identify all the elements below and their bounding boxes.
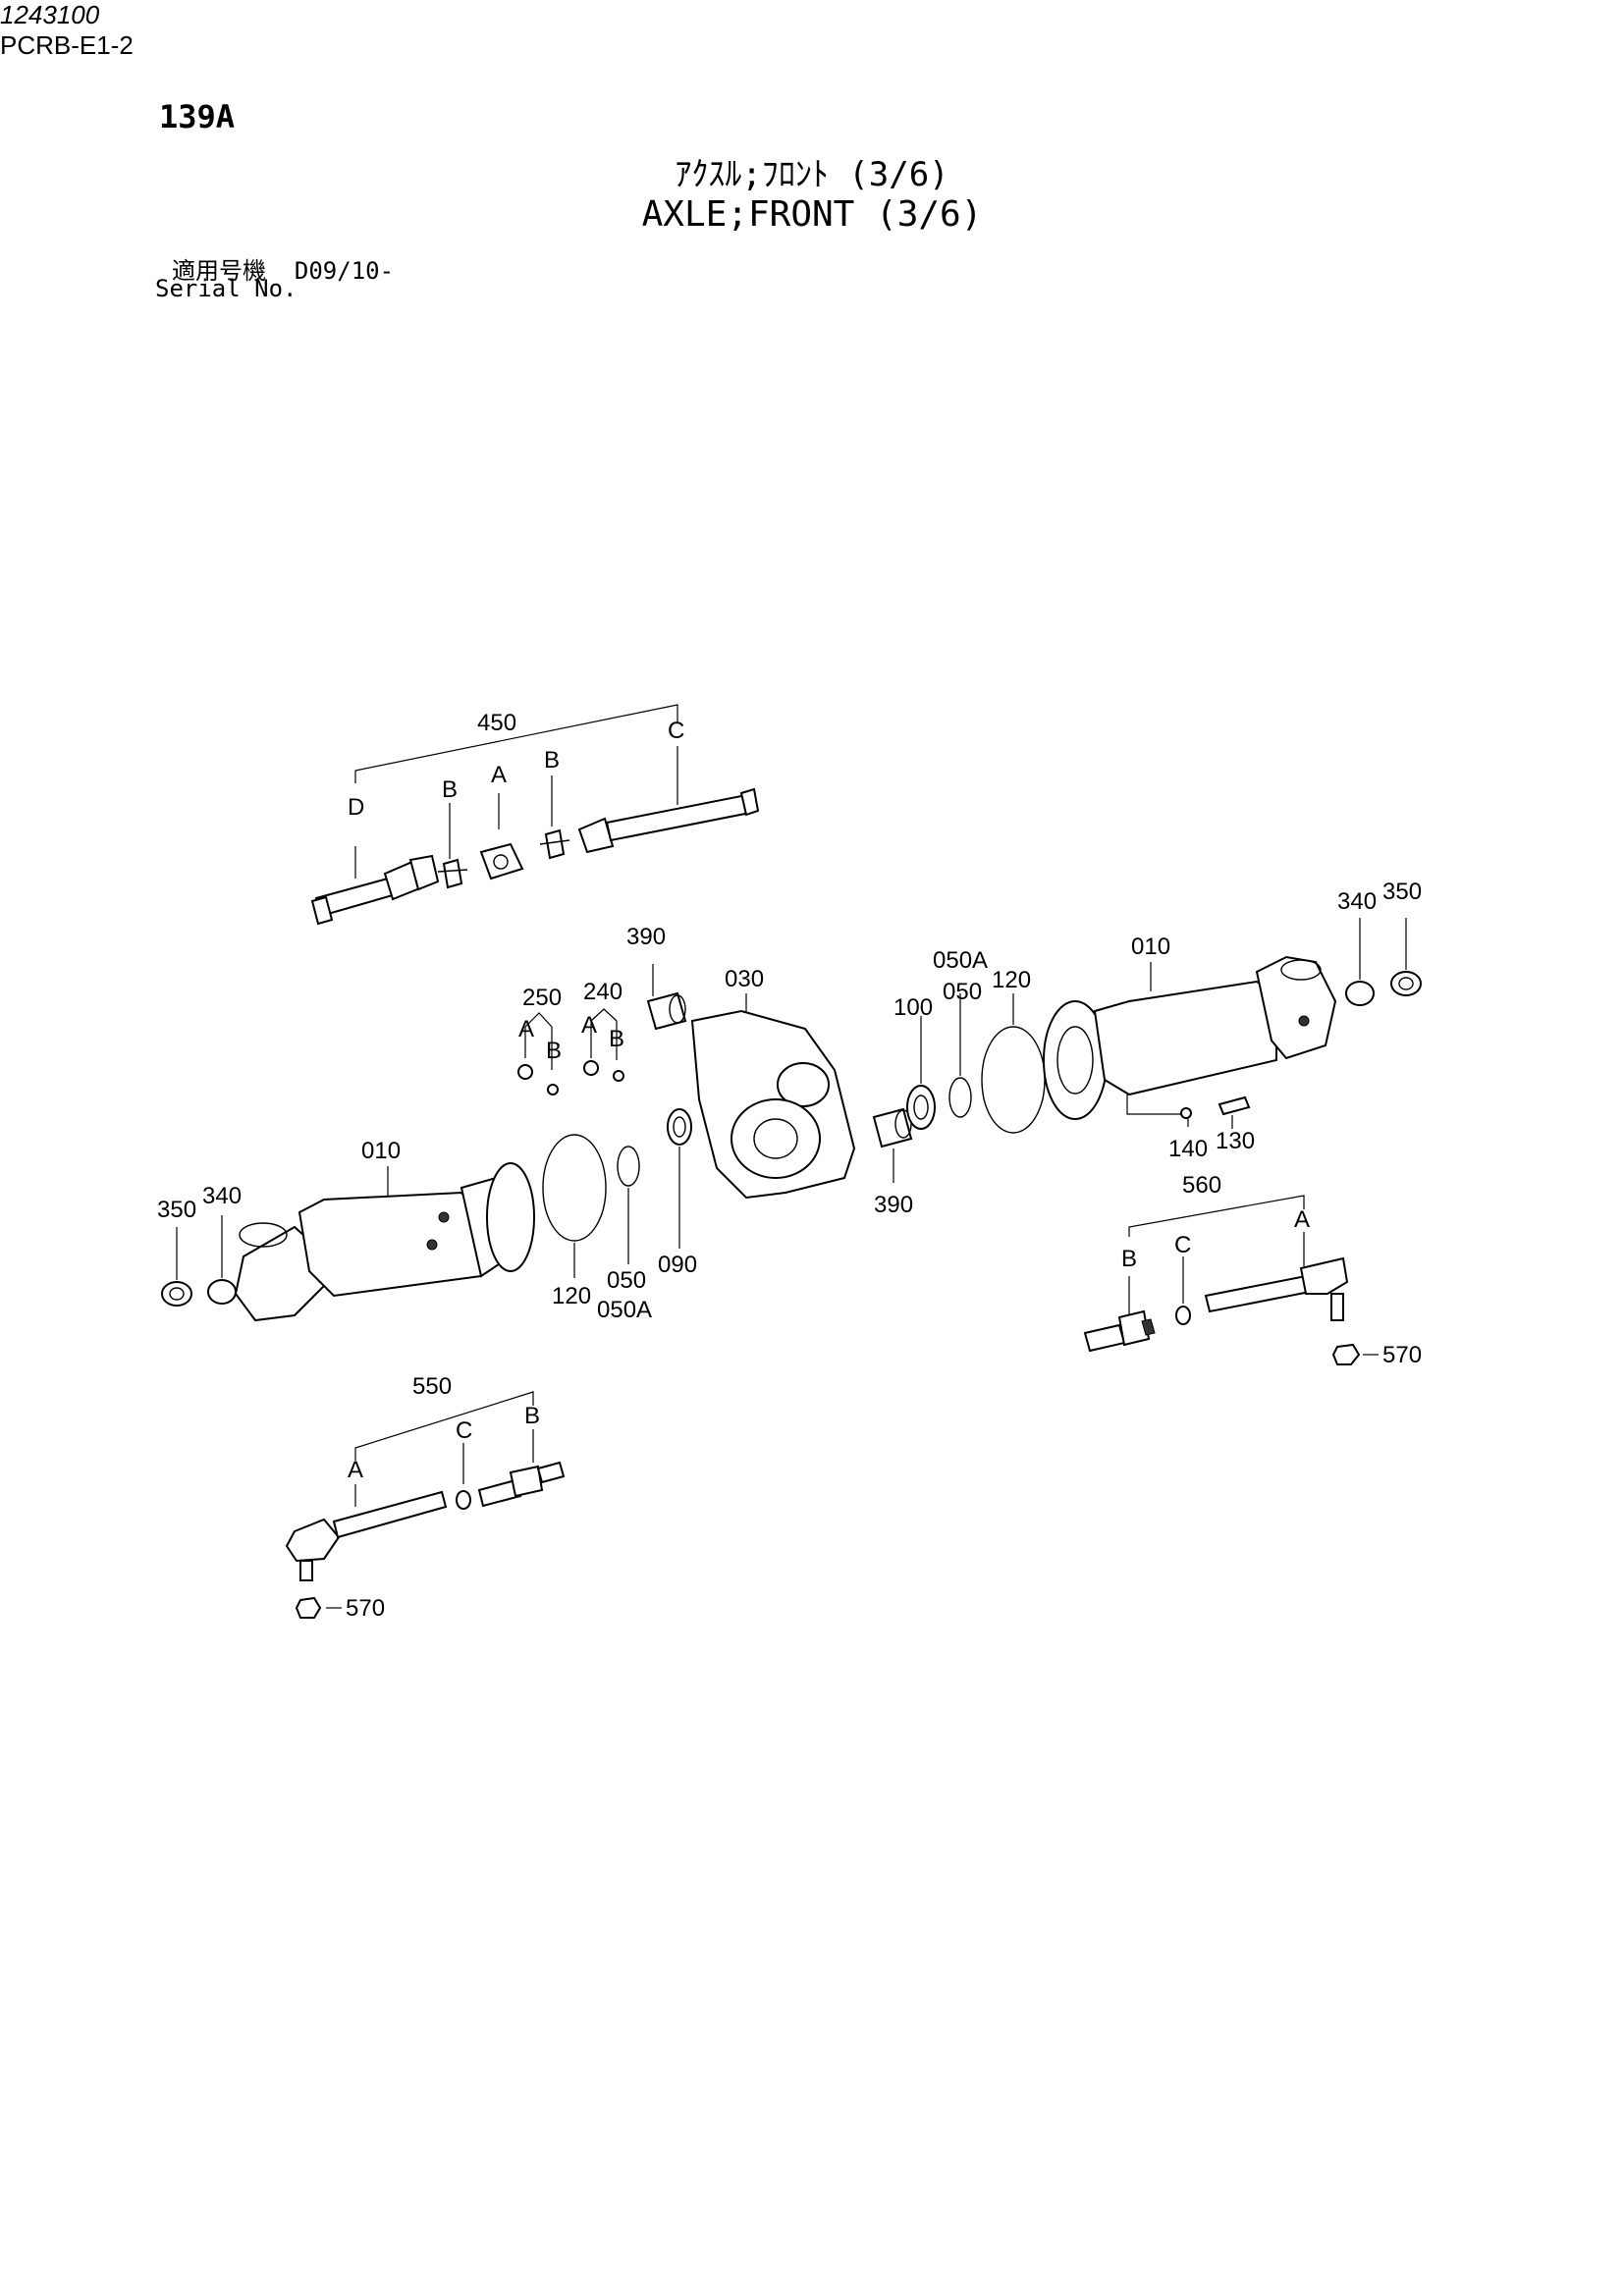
callout-560-c[interactable]: C	[1174, 1232, 1191, 1258]
part-350-left-seal[interactable]	[161, 1227, 192, 1307]
callout-050a-bottom[interactable]: 050A	[597, 1297, 652, 1323]
part-390-upper-bushing[interactable]	[646, 964, 687, 1031]
serial-applicability: 適用号機 D09/10-	[172, 251, 394, 286]
callout-240[interactable]: 240	[583, 979, 623, 1005]
part-350-right-seal[interactable]	[1390, 918, 1422, 996]
part-100-bearing[interactable]	[906, 1016, 936, 1130]
part-250-bolt-set[interactable]	[517, 1012, 559, 1095]
page-title: AXLE;FRONT (3/6)	[641, 194, 983, 235]
callout-240-b[interactable]: B	[609, 1026, 624, 1052]
callout-340-right[interactable]: 340	[1337, 888, 1377, 915]
callout-550[interactable]: 550	[412, 1373, 452, 1400]
part-560-tie-rod[interactable]	[1083, 1195, 1349, 1353]
callout-350-right[interactable]: 350	[1382, 879, 1422, 905]
page-number: 139A	[159, 98, 236, 135]
serial-label: Serial No.	[155, 275, 298, 302]
part-090-bearing[interactable]	[667, 1108, 692, 1249]
part-120-upper-o-ring[interactable]	[981, 993, 1046, 1134]
serial-range: D09/10-	[294, 257, 395, 285]
callout-250-b[interactable]: B	[546, 1038, 562, 1064]
callout-120-top[interactable]: 120	[992, 967, 1031, 993]
part-010-left-axle-housing[interactable]	[234, 1162, 535, 1322]
callout-450-d[interactable]: D	[348, 794, 364, 821]
callout-130[interactable]: 130	[1216, 1128, 1255, 1154]
callout-560[interactable]: 560	[1182, 1172, 1221, 1199]
part-130-bolt[interactable]	[1218, 1095, 1251, 1129]
callout-050a-top[interactable]: 050A	[933, 947, 988, 974]
callout-550-b[interactable]: B	[524, 1403, 540, 1429]
part-340-left-bushing[interactable]	[207, 1215, 237, 1305]
part-390-lower-bushing[interactable]	[872, 1107, 913, 1183]
catalog-code: PCRB-E1-2	[0, 30, 134, 60]
callout-450-a[interactable]: A	[491, 762, 507, 788]
page-title-japanese: ｱｸｽﾙ;ﾌﾛﾝﾄ (3/6)	[675, 155, 949, 194]
part-450-drive-shaft[interactable]	[310, 704, 760, 926]
callout-390-bottom[interactable]: 390	[874, 1192, 913, 1218]
callout-340-left[interactable]: 340	[202, 1183, 242, 1209]
callout-560-b[interactable]: B	[1121, 1246, 1137, 1272]
callout-560-a[interactable]: A	[1294, 1206, 1310, 1233]
part-010-right-axle-housing[interactable]	[1043, 955, 1337, 1120]
part-240-bolt-set[interactable]	[583, 1008, 624, 1082]
callout-350-left[interactable]: 350	[157, 1197, 196, 1223]
serial-label-japanese: 適用号機	[172, 257, 266, 285]
callout-050-top[interactable]: 050	[943, 979, 982, 1005]
part-570-right-nut[interactable]	[1331, 1343, 1379, 1365]
callout-570-right[interactable]: 570	[1382, 1342, 1422, 1368]
callout-250-a[interactable]: A	[518, 1016, 534, 1042]
drawing-number: 1243100	[0, 0, 100, 29]
callout-570-left[interactable]: 570	[346, 1595, 385, 1622]
callout-550-a[interactable]: A	[348, 1457, 363, 1483]
callout-390-top[interactable]: 390	[626, 924, 666, 950]
callout-450[interactable]: 450	[477, 710, 516, 736]
callout-250[interactable]: 250	[522, 985, 562, 1011]
part-050-upper-o-ring[interactable]	[948, 993, 972, 1118]
callout-100[interactable]: 100	[893, 994, 933, 1021]
callout-450-b[interactable]: B	[442, 776, 458, 803]
callout-labels: 450 D B A B C 390 030 250 A B 240 A B 05…	[157, 710, 1422, 1622]
callout-140[interactable]: 140	[1168, 1136, 1208, 1162]
part-140-plug[interactable]	[1126, 1095, 1192, 1127]
callout-120-bottom[interactable]: 120	[552, 1283, 591, 1309]
callout-240-a[interactable]: A	[581, 1012, 597, 1039]
callout-030[interactable]: 030	[725, 966, 764, 992]
callout-050-bottom[interactable]: 050	[607, 1267, 646, 1294]
part-340-right-bushing[interactable]	[1345, 918, 1375, 1006]
callout-090[interactable]: 090	[658, 1252, 697, 1278]
callout-550-c[interactable]: C	[456, 1417, 472, 1444]
callout-010-left[interactable]: 010	[361, 1138, 401, 1164]
callout-010-right[interactable]: 010	[1131, 934, 1170, 960]
part-120-lower-o-ring[interactable]	[542, 1134, 607, 1278]
part-550-tie-rod[interactable]	[285, 1391, 566, 1581]
callout-450-c[interactable]: C	[668, 718, 684, 744]
part-050-lower-o-ring[interactable]	[617, 1146, 640, 1264]
part-030-differential-case[interactable]	[690, 993, 856, 1200]
part-570-left-nut[interactable]	[295, 1596, 342, 1619]
callout-450-b-second[interactable]: B	[544, 747, 560, 774]
